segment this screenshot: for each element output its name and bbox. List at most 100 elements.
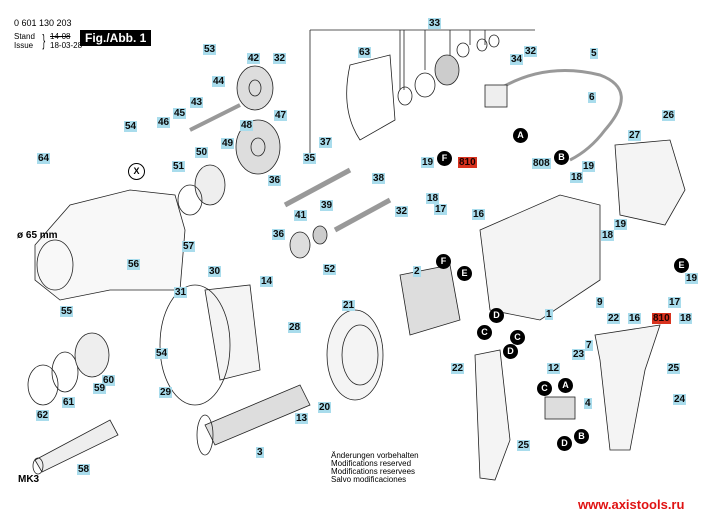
part-label[interactable]: 39: [320, 200, 334, 211]
issue-label: Issue: [14, 41, 34, 50]
part-label[interactable]: 36: [268, 175, 282, 186]
field-coil-2: [399, 264, 461, 336]
website-link[interactable]: www.axistools.ru: [578, 497, 685, 512]
issue-value: 18-03-28: [50, 41, 83, 50]
part-label[interactable]: 46: [157, 117, 171, 128]
part-label[interactable]: 17: [434, 204, 448, 215]
part-label[interactable]: 26: [662, 110, 676, 121]
part-label[interactable]: 20: [318, 402, 332, 413]
part-label[interactable]: 16: [472, 209, 486, 220]
part-label[interactable]: 62: [36, 410, 50, 421]
part-number: 0 601 130 203: [14, 18, 72, 28]
spindle-58: [32, 419, 119, 475]
part-label[interactable]: 58: [77, 464, 91, 475]
part-label[interactable]: 13: [295, 413, 309, 424]
part-label[interactable]: 38: [372, 173, 386, 184]
part-label-highlighted[interactable]: 810: [652, 313, 671, 324]
part-label[interactable]: 31: [174, 287, 188, 298]
bearing-50: [194, 164, 226, 206]
part-label[interactable]: 7: [585, 340, 593, 351]
part-label[interactable]: 45: [173, 108, 187, 119]
part-label[interactable]: 19: [582, 161, 596, 172]
switch-4: [544, 396, 576, 420]
plate-63: [346, 54, 396, 141]
part-label[interactable]: 48: [240, 120, 254, 131]
part-label[interactable]: 18: [426, 193, 440, 204]
part-label[interactable]: 18: [601, 230, 615, 241]
part-label[interactable]: 36: [272, 229, 286, 240]
part-label[interactable]: 28: [288, 322, 302, 333]
gear-48: [235, 119, 281, 175]
part-label[interactable]: 55: [60, 306, 74, 317]
part-label[interactable]: 19: [685, 273, 699, 284]
part-label[interactable]: 54: [155, 348, 169, 359]
part-label[interactable]: 53: [203, 44, 217, 55]
part-label[interactable]: 808: [532, 158, 551, 169]
handle-22-right: [594, 324, 661, 451]
part-label[interactable]: 63: [358, 47, 372, 58]
armature-3: [196, 384, 311, 456]
part-label[interactable]: 22: [451, 363, 465, 374]
part-label[interactable]: 59: [93, 383, 107, 394]
baffle-21: [326, 309, 384, 401]
part-label[interactable]: 25: [667, 363, 681, 374]
connector-marker-a: A: [558, 378, 573, 393]
part-label[interactable]: 23: [572, 349, 586, 360]
part-label[interactable]: 5: [590, 48, 598, 59]
part-label[interactable]: 32: [524, 46, 538, 57]
part-label[interactable]: 54: [124, 121, 138, 132]
part-label[interactable]: 50: [195, 147, 209, 158]
handle-22-left: [474, 349, 511, 481]
part-label[interactable]: 6: [588, 92, 596, 103]
stand-value: 14-08: [50, 32, 71, 41]
part-label[interactable]: 9: [596, 297, 604, 308]
part-label[interactable]: 2: [413, 266, 421, 277]
part-label[interactable]: 41: [294, 210, 308, 221]
part-label[interactable]: 34: [510, 54, 524, 65]
part-label[interactable]: 24: [673, 394, 687, 405]
modifications-notice: Änderungen vorbehalten Modifications res…: [331, 452, 419, 484]
part-label[interactable]: 32: [395, 206, 409, 217]
part-label-highlighted[interactable]: 810: [458, 157, 477, 168]
part-label[interactable]: 19: [421, 157, 435, 168]
part-label[interactable]: 47: [274, 110, 288, 121]
part-label[interactable]: 61: [62, 397, 76, 408]
part-label[interactable]: 42: [247, 53, 261, 64]
part-label[interactable]: 16: [628, 313, 642, 324]
part-label[interactable]: 44: [212, 76, 226, 87]
part-label[interactable]: 49: [221, 138, 235, 149]
shaft-43: [189, 103, 241, 132]
part-label[interactable]: 56: [127, 259, 141, 270]
part-label[interactable]: 37: [319, 137, 333, 148]
part-label[interactable]: 51: [172, 161, 186, 172]
connector-marker-a: A: [513, 128, 528, 143]
part-label[interactable]: 29: [159, 387, 173, 398]
notice-line: Änderungen vorbehalten: [331, 451, 419, 460]
part-label[interactable]: 33: [428, 18, 442, 29]
connector-marker-b: B: [574, 429, 589, 444]
part-label[interactable]: 27: [628, 130, 642, 141]
part-label[interactable]: 19: [614, 219, 628, 230]
gasket-31: [159, 284, 231, 406]
part-label[interactable]: 25: [517, 440, 531, 451]
part-label[interactable]: 30: [208, 266, 222, 277]
part-label[interactable]: 18: [570, 172, 584, 183]
part-label[interactable]: 52: [323, 264, 337, 275]
part-label[interactable]: 4: [584, 398, 592, 409]
part-label[interactable]: 12: [547, 363, 561, 374]
part-label[interactable]: 22: [607, 313, 621, 324]
part-label[interactable]: 57: [182, 241, 196, 252]
connector-marker-d: D: [557, 436, 572, 451]
part-label[interactable]: 35: [303, 153, 317, 164]
bushing-33: [414, 72, 436, 98]
part-label[interactable]: 18: [679, 313, 693, 324]
part-label[interactable]: 1: [545, 309, 553, 320]
part-label[interactable]: 64: [37, 153, 51, 164]
part-label[interactable]: 14: [260, 276, 274, 287]
part-label[interactable]: 17: [668, 297, 682, 308]
part-label[interactable]: 43: [190, 97, 204, 108]
part-label[interactable]: 3: [256, 447, 264, 458]
part-label[interactable]: 21: [342, 300, 356, 311]
part-label[interactable]: 60: [102, 375, 116, 386]
part-label[interactable]: 32: [273, 53, 287, 64]
